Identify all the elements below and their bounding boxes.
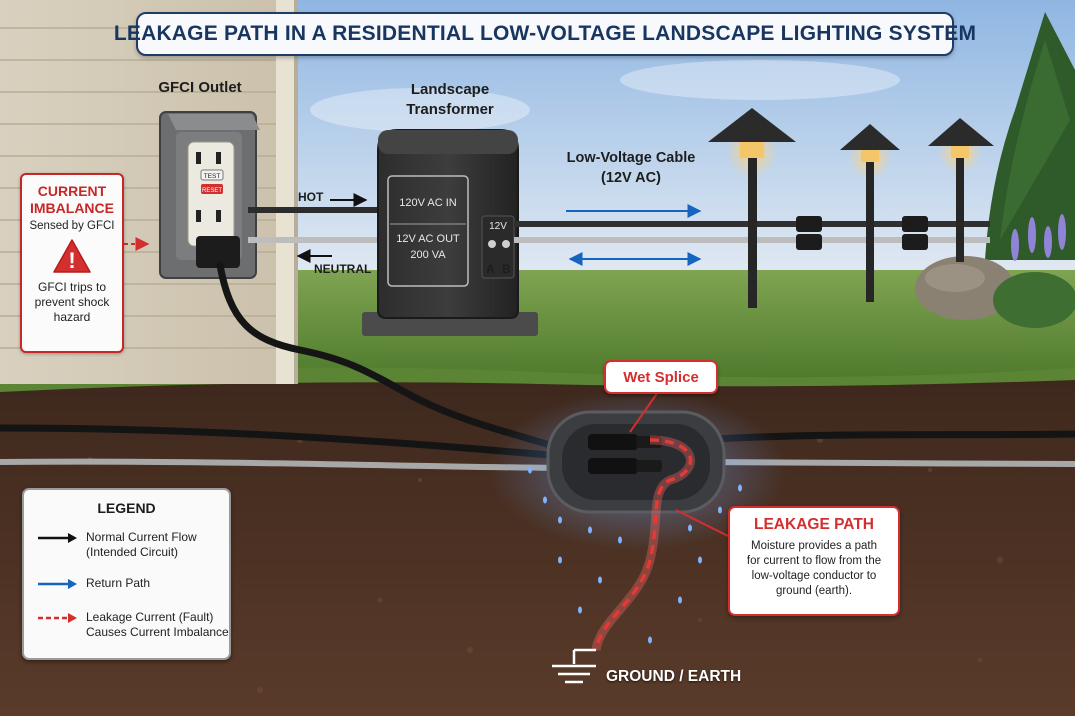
imbalance-title-line1: CURRENT [37,183,107,199]
gfci-outlet: TEST RESET [159,111,260,279]
page-title: LEAKAGE PATH IN A RESIDENTIAL LOW-VOLTAG… [113,22,977,45]
title-banner: LEAKAGE PATH IN A RESIDENTIAL LOW-VOLTAG… [114,12,976,56]
neutral-label: NEUTRAL [314,262,372,276]
leakage-desc-line2: for current to flow from the [746,555,882,567]
gfci-test-button: TEST [204,173,221,180]
lv-cable-label-line2: (12V AC) [601,170,661,186]
legend-normal-line2: (Intended Circuit) [86,545,179,559]
imbalance-foot-line1: GFCI trips to [37,280,106,294]
imbalance-subtitle: Sensed by GFCI [29,220,115,232]
terminal-label: 12V [489,221,507,232]
leakage-desc-line1: Moisture provides a path [751,540,877,552]
wet-splice-enclosure [488,390,788,644]
imbalance-foot-line3: hazard [53,310,91,324]
path-light-2 [840,124,900,302]
terminal-b-label: B [502,262,511,276]
evergreen-tree [985,12,1075,260]
transformer-output-rating: 12V AC OUT [396,233,460,245]
transformer-label: Landscape Transformer [380,80,520,120]
legend-leakage-line1: Leakage Current (Fault) [86,610,214,624]
transformer-input-rating: 120V AC IN [399,197,457,209]
legend: LEGEND Normal Current Flow (Intended Cir… [22,488,231,660]
buried-cable-grey [0,458,561,471]
legend-leakage-line2: Causes Current Imbalance [86,625,229,639]
ground-label: GROUND / EARTH [606,668,742,685]
path-light-1 [708,108,796,308]
leakage-pointer [675,509,729,537]
lv-cable-label-line1: Low-Voltage Cable [566,150,696,166]
terminal-a-label: A [486,262,495,276]
legend-title: LEGEND [97,500,156,516]
transformer-va-rating: 200 VA [410,249,446,261]
hot-label: HOT [298,190,324,204]
warning-triangle-icon: ! [53,239,91,273]
leakage-desc-line4: ground (earth). [775,585,853,597]
landscape-transformer [362,129,538,336]
power-cord [216,261,564,452]
wet-splice-callout: Wet Splice [604,360,718,394]
legend-blue-arrow-icon [38,579,77,589]
transformer-label-line2: Transformer [406,101,494,118]
legend-black-arrow-icon [38,533,77,543]
leakage-desc-line3: low-voltage conductor to [751,570,877,582]
current-imbalance-callout: CURRENT IMBALANCE Sensed by GFCI ! GFCI … [20,173,124,353]
imbalance-title-line2: IMBALANCE [30,200,114,216]
leakage-path-callout: LEAKAGE PATH Moisture provides a path fo… [728,506,900,616]
flower-bush [993,214,1075,328]
ground-symbol [552,648,596,684]
wet-splice-pointer [629,391,659,433]
legend-normal-line1: Normal Current Flow [86,530,197,544]
buried-cable-black [0,424,561,460]
leakage-path-line [594,438,693,651]
imbalance-foot: GFCI trips to prevent shock hazard [22,280,122,325]
leakage-description: Moisture provides a path for current to … [730,539,898,599]
svg-text:!: ! [68,248,75,273]
leakage-title: LEAKAGE PATH [754,516,874,533]
legend-return-line1: Return Path [86,576,151,590]
imbalance-foot-line2: prevent shock [34,295,110,309]
legend-item-leakage: Leakage Current (Fault) Causes Current I… [36,610,229,640]
legend-red-dashed-arrow-icon [38,613,77,623]
wet-splice-label: Wet Splice [623,368,699,386]
transformer-label-line1: Landscape [410,81,490,98]
gfci-label: GFCI Outlet [158,79,242,96]
gfci-reset-button: RESET [202,188,222,194]
lv-cable-label: Low-Voltage Cable (12V AC) [552,148,710,188]
legend-item-return: Return Path [36,576,150,591]
path-light-3 [928,118,994,262]
legend-item-normal: Normal Current Flow (Intended Circuit) [36,530,197,560]
